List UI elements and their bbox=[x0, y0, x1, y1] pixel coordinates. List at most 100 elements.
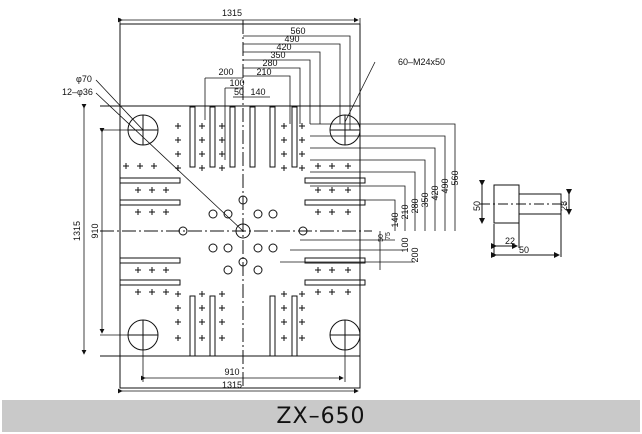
tapped-hole-mark bbox=[219, 165, 225, 171]
tapped-hole-mark bbox=[345, 187, 351, 193]
dim-560: 560 bbox=[290, 26, 305, 36]
tapped-hole-mark bbox=[219, 151, 225, 157]
rdim-560: 560 bbox=[450, 170, 460, 185]
tapped-hole-mark bbox=[149, 187, 155, 193]
tapped-hole-mark bbox=[329, 209, 335, 215]
dim-350: 350 bbox=[270, 50, 285, 60]
dim-50: 50 bbox=[234, 87, 244, 97]
tapped-hole-mark bbox=[281, 291, 287, 297]
dim-100: 100 bbox=[229, 78, 244, 88]
platen-drawing: 1315 910 1315 1315 910 560 490 420 350 2… bbox=[62, 8, 572, 394]
rdim-140: 140 bbox=[390, 212, 400, 227]
tapped-hole-mark bbox=[219, 319, 225, 325]
tapped-hole-mark bbox=[299, 291, 305, 297]
tapped-hole-mark bbox=[199, 305, 205, 311]
tapped-hole-mark bbox=[175, 123, 181, 129]
overall-height-label: 1315 bbox=[72, 221, 82, 241]
tapped-hole-mark bbox=[135, 267, 141, 273]
bolt-spacing-x-label: 910 bbox=[224, 367, 239, 377]
side-height-label: 50 bbox=[472, 201, 482, 211]
tapped-hole-mark bbox=[345, 209, 351, 215]
tapped-hole-mark bbox=[199, 319, 205, 325]
overall-width-label: 1315 bbox=[222, 8, 242, 18]
tapped-hole-mark bbox=[299, 137, 305, 143]
rdim-200: 200 bbox=[410, 247, 420, 262]
tapped-hole-mark bbox=[315, 187, 321, 193]
tapped-hole-mark bbox=[219, 123, 225, 129]
rdim-75: 75 bbox=[385, 232, 392, 240]
ejector-holes-label: 12–φ36 bbox=[62, 87, 93, 97]
side-inner-label: 22 bbox=[505, 236, 515, 246]
tapped-hole-mark bbox=[329, 187, 335, 193]
overall-width-bottom-label: 1315 bbox=[222, 380, 242, 390]
tapped-hole-mark bbox=[299, 305, 305, 311]
side-stem-label: 28 bbox=[559, 201, 569, 211]
side-length-label: 50 bbox=[519, 245, 529, 255]
tapped-holes bbox=[123, 123, 351, 341]
tapped-hole-mark bbox=[299, 123, 305, 129]
tapped-hole-mark bbox=[135, 209, 141, 215]
tapped-hole-mark bbox=[175, 319, 181, 325]
dim-280: 280 bbox=[262, 58, 277, 68]
tapped-hole-mark bbox=[299, 319, 305, 325]
tapped-hole-mark bbox=[199, 335, 205, 341]
rdim-100: 100 bbox=[400, 237, 410, 252]
tapped-hole-mark bbox=[175, 335, 181, 341]
tapped-hole-mark bbox=[345, 163, 351, 169]
tapped-hole-mark bbox=[163, 209, 169, 215]
tapped-hole-mark bbox=[281, 305, 287, 311]
tapped-hole-mark bbox=[163, 289, 169, 295]
rdim-280: 280 bbox=[410, 198, 420, 213]
tapped-hole-mark bbox=[175, 305, 181, 311]
tapped-hole-mark bbox=[151, 163, 157, 169]
tapped-hole-mark bbox=[199, 291, 205, 297]
tapped-hole-mark bbox=[199, 165, 205, 171]
tapped-hole-mark bbox=[199, 151, 205, 157]
top-dimension-lines bbox=[118, 17, 361, 160]
tapped-hole-mark bbox=[219, 291, 225, 297]
tapped-hole-mark bbox=[281, 137, 287, 143]
tapped-hole-mark bbox=[281, 151, 287, 157]
bolt-spacing-y-label: 910 bbox=[90, 223, 100, 238]
tie-bar-hole-label: φ70 bbox=[76, 74, 92, 84]
tapped-hole-mark bbox=[299, 335, 305, 341]
dim-200: 200 bbox=[218, 67, 233, 77]
tapped-holes-label: 60–M24x50 bbox=[398, 57, 445, 67]
tapped-hole-mark bbox=[199, 137, 205, 143]
dim-490: 490 bbox=[284, 34, 299, 44]
tapped-hole-mark bbox=[299, 165, 305, 171]
tapped-hole-mark bbox=[149, 267, 155, 273]
rdim-420: 420 bbox=[430, 185, 440, 200]
tapped-hole-mark bbox=[345, 267, 351, 273]
tapped-hole-mark bbox=[281, 319, 287, 325]
tapped-hole-mark bbox=[329, 267, 335, 273]
tapped-hole-mark bbox=[135, 289, 141, 295]
tapped-hole-mark bbox=[137, 163, 143, 169]
tapped-hole-mark bbox=[315, 267, 321, 273]
tapped-hole-mark bbox=[299, 151, 305, 157]
tapped-hole-mark bbox=[281, 123, 287, 129]
tapped-hole-mark bbox=[329, 163, 335, 169]
tapped-hole-mark bbox=[219, 137, 225, 143]
rdim-210: 210 bbox=[400, 204, 410, 219]
rdim-350: 350 bbox=[420, 192, 430, 207]
rdim-50: 50 bbox=[378, 234, 385, 242]
model-title: ZX–650 bbox=[276, 403, 366, 429]
side-view bbox=[479, 180, 572, 258]
tapped-hole-mark bbox=[329, 289, 335, 295]
tapped-hole-mark bbox=[163, 187, 169, 193]
tapped-hole-mark bbox=[149, 209, 155, 215]
tapped-hole-mark bbox=[315, 289, 321, 295]
tapped-hole-mark bbox=[315, 209, 321, 215]
tapped-hole-mark bbox=[149, 289, 155, 295]
rdim-490: 490 bbox=[440, 178, 450, 193]
dim-420: 420 bbox=[276, 42, 291, 52]
dim-140: 140 bbox=[250, 87, 265, 97]
tapped-hole-mark bbox=[199, 123, 205, 129]
tapped-hole-mark bbox=[175, 291, 181, 297]
tapped-hole-mark bbox=[281, 165, 287, 171]
tapped-hole-mark bbox=[175, 137, 181, 143]
tapped-hole-mark bbox=[135, 187, 141, 193]
tapped-hole-mark bbox=[345, 289, 351, 295]
